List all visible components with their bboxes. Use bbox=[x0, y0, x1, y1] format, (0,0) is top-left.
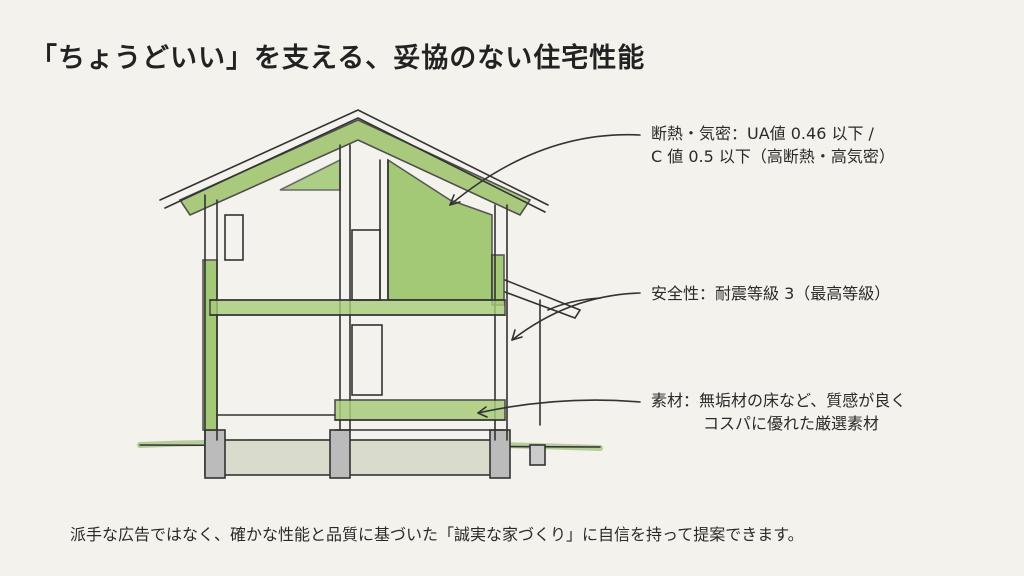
foundation bbox=[204, 439, 506, 476]
annotation-insulation-line1: 断熱・気密：UA値 0.46 以下 / bbox=[651, 124, 874, 143]
second-floor bbox=[209, 299, 506, 316]
footer-message: 派手な広告ではなく、確かな性能と品質に基づいた「誠実な家づくり」に自信を持って提… bbox=[70, 525, 804, 544]
right-wall-insulation bbox=[491, 254, 505, 306]
leader-insulation bbox=[449, 133, 641, 206]
leader-materials bbox=[477, 399, 641, 414]
leader-safety bbox=[511, 292, 641, 341]
annotation-materials-line1: 素材：無垢材の床など、質感が良く bbox=[651, 391, 907, 410]
annotation-insulation: 断熱・気密：UA値 0.46 以下 / C 値 0.5 以下（高断熱・高気密） bbox=[651, 122, 895, 168]
annotation-materials: 素材：無垢材の床など、質感が良く コスパに優れた厳選素材 bbox=[651, 389, 906, 435]
annotation-materials-line2: コスパに優れた厳選素材 bbox=[703, 414, 880, 433]
roof-insulation bbox=[178, 119, 532, 217]
annotation-safety: 安全性：耐震等級 3（最高等級） bbox=[651, 282, 890, 305]
annotation-insulation-line2: C 値 0.5 以下（高断熱・高気密） bbox=[651, 147, 895, 166]
roof bbox=[159, 109, 549, 206]
porch-roof bbox=[504, 279, 582, 319]
wooden-floor bbox=[334, 399, 506, 421]
annotation-safety-line1: 安全性：耐震等級 3（最高等級） bbox=[651, 284, 891, 303]
page-title: 「ちょうどいい」を支える、妥協のない住宅性能 bbox=[30, 43, 646, 74]
